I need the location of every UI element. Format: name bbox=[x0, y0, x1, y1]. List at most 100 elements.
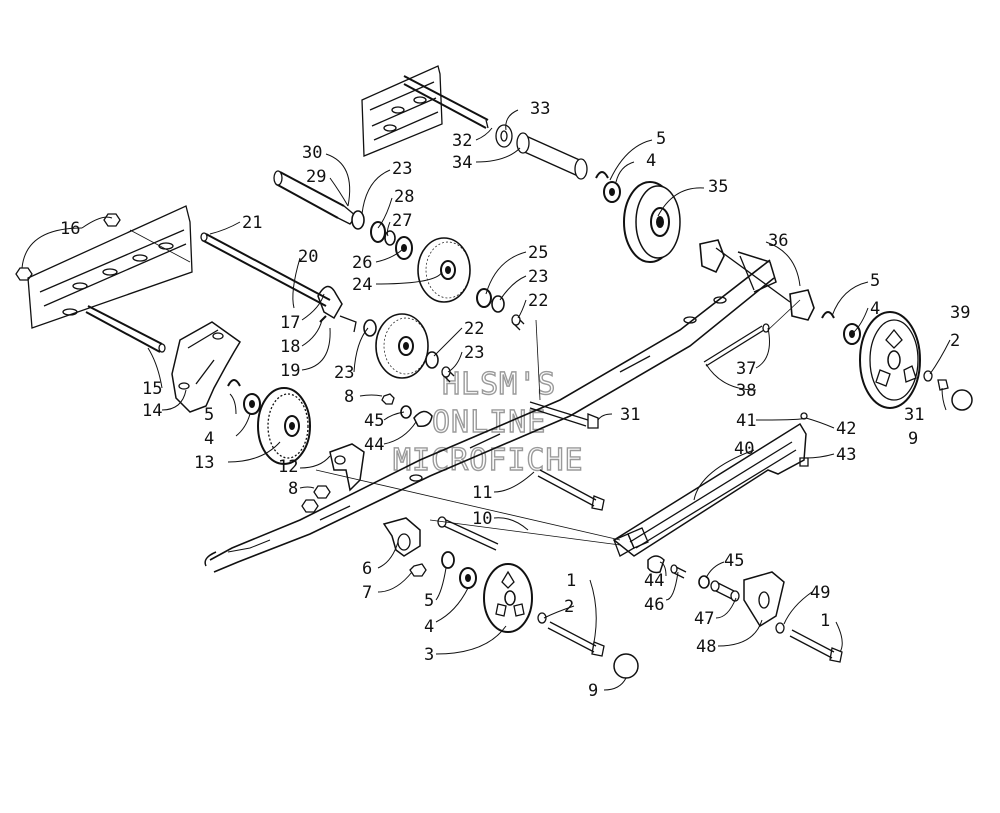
bolt-31-mid bbox=[529, 401, 599, 429]
callout: 14 bbox=[142, 401, 162, 421]
washer-28 bbox=[370, 221, 386, 243]
alignment-lines bbox=[129, 229, 801, 546]
callout: 23 bbox=[464, 343, 484, 363]
callout: 4 bbox=[646, 151, 656, 171]
slide-rail bbox=[204, 259, 775, 573]
bushing-46 bbox=[670, 564, 687, 579]
callout: 5 bbox=[204, 405, 214, 425]
callout: 9 bbox=[908, 429, 918, 449]
callout-labels: 33 32 34 30 29 23 28 27 5 4 35 16 21 20 … bbox=[60, 99, 970, 701]
wheel-39 bbox=[859, 311, 921, 409]
callout: 3 bbox=[424, 645, 434, 665]
callout: 48 bbox=[696, 637, 716, 657]
callout: 15 bbox=[142, 379, 162, 399]
screw-42 bbox=[800, 412, 808, 420]
callout: 27 bbox=[392, 211, 412, 231]
washer-45-b bbox=[698, 575, 710, 589]
bracket-12 bbox=[329, 443, 365, 492]
callout: 22 bbox=[464, 319, 484, 339]
callout: 19 bbox=[280, 361, 300, 381]
callout: 2 bbox=[564, 597, 574, 617]
callout: 22 bbox=[528, 291, 548, 311]
washer-23-a bbox=[351, 210, 365, 230]
callout: 29 bbox=[306, 167, 326, 187]
callout: 35 bbox=[708, 177, 728, 197]
callout: 23 bbox=[392, 159, 412, 179]
nut-16-b bbox=[15, 267, 33, 281]
bushing-22-b bbox=[441, 366, 455, 383]
washer-49 bbox=[775, 622, 785, 634]
idler-wheel-24 bbox=[417, 237, 471, 303]
nut-8-a bbox=[381, 393, 395, 405]
callout: 18 bbox=[280, 337, 300, 357]
watermark: HLSM'S ONLINE MICROFICHE bbox=[392, 366, 584, 478]
bolt-38 bbox=[703, 323, 770, 367]
circlip-5-right bbox=[821, 311, 835, 319]
callout: 1 bbox=[820, 611, 830, 631]
spacer-47 bbox=[710, 580, 740, 602]
bolt-1-lower bbox=[547, 621, 605, 657]
washer-23-b bbox=[491, 295, 505, 313]
callout: 47 bbox=[694, 609, 714, 629]
parts-drawing bbox=[15, 65, 973, 679]
washer-33 bbox=[495, 124, 513, 148]
watermark-line-3: MICROFICHE bbox=[393, 443, 584, 478]
spacer-25 bbox=[476, 288, 492, 308]
pivot-arm-14 bbox=[171, 321, 241, 413]
callout: 42 bbox=[836, 419, 856, 439]
bolt-1-right bbox=[789, 629, 843, 663]
cap-9-lower bbox=[613, 653, 639, 679]
pivot-shaft-15 bbox=[85, 305, 166, 353]
wheel-hub-36 bbox=[699, 239, 815, 321]
callout: 6 bbox=[362, 559, 372, 579]
nut-43 bbox=[799, 457, 809, 467]
callout: 31 bbox=[904, 405, 924, 425]
callout: 20 bbox=[298, 247, 318, 267]
spacer-tube-34 bbox=[516, 132, 588, 180]
arm-17 bbox=[317, 285, 357, 333]
callout: 40 bbox=[734, 439, 754, 459]
callout: 8 bbox=[288, 479, 298, 499]
bolt-11 bbox=[537, 469, 605, 511]
callout: 8 bbox=[344, 387, 354, 407]
callout: 44 bbox=[644, 571, 664, 591]
callout: 30 bbox=[302, 143, 322, 163]
callout: 5 bbox=[424, 591, 434, 611]
callout: 38 bbox=[736, 381, 756, 401]
rear-frame-right bbox=[737, 251, 777, 293]
upper-frame-bracket bbox=[361, 65, 443, 157]
washer-27 bbox=[384, 230, 396, 246]
callout: 4 bbox=[870, 299, 880, 319]
washer-23-c bbox=[363, 319, 377, 337]
callout: 33 bbox=[530, 99, 550, 119]
callout: 17 bbox=[280, 313, 300, 333]
wheel-3 bbox=[483, 563, 533, 633]
callout: 31 bbox=[620, 405, 640, 425]
callout: 1 bbox=[566, 571, 576, 591]
shaft-30 bbox=[273, 170, 357, 225]
callout: 45 bbox=[724, 551, 744, 571]
callout: 32 bbox=[452, 131, 472, 151]
callout: 4 bbox=[424, 617, 434, 637]
callout: 26 bbox=[352, 253, 372, 273]
idler-wheel-35 bbox=[623, 181, 681, 263]
callout: 10 bbox=[472, 509, 492, 529]
circlip-5-left bbox=[227, 379, 241, 387]
bracket-6 bbox=[382, 517, 421, 557]
callout: 7 bbox=[362, 583, 372, 603]
callout: 46 bbox=[644, 595, 664, 615]
shaft-20-21 bbox=[200, 232, 331, 307]
bolt-10 bbox=[437, 516, 499, 551]
circlip-5-upper bbox=[595, 171, 609, 179]
leader-lines bbox=[21, 109, 951, 691]
nut-16-a bbox=[103, 213, 121, 227]
washer-45-a bbox=[400, 405, 412, 419]
callout: 21 bbox=[242, 213, 262, 233]
callout: 5 bbox=[870, 271, 880, 291]
callout: 5 bbox=[656, 129, 666, 149]
bolt-7 bbox=[409, 563, 427, 577]
callout: 24 bbox=[352, 275, 372, 295]
left-frame-rail bbox=[27, 205, 193, 329]
callout: 2 bbox=[950, 331, 960, 351]
